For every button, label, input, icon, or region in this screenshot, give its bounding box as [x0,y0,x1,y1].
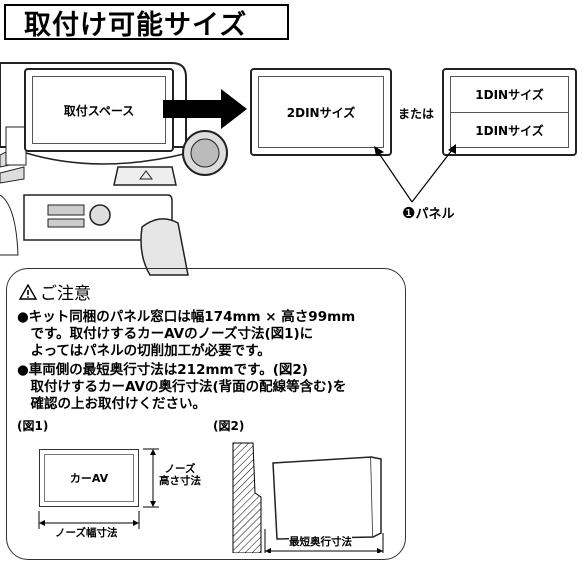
notice-line: 確認の上お取付けください。 [17,396,206,412]
panel-1din-double: 1DINサイズ 1DINサイズ [442,68,577,156]
fig1-width-dim: ノーズ幅寸法 [55,527,118,539]
panel-1din-bottom: 1DINサイズ [475,124,544,138]
fig1-height-dim-2: 高さ寸法 [159,475,201,487]
notice-line: です。取付けするカーAVのノーズ寸法(図1)に [17,326,314,342]
or-label: または [398,107,435,121]
notice-box: ご注意 ●キット同梱のパネル窓口は幅174mm × 高さ99mm です。取付けす… [6,268,406,560]
fig1-height-dim-1: ノーズ [164,463,196,475]
notice-line: よってはパネルの切削加工が必要です。 [17,343,271,359]
panel-2din: 2DINサイズ [250,68,392,156]
fig1-device: カーAV [39,449,139,507]
arrow-icon [163,89,247,129]
panel-callout: ❶ パネル [402,203,455,223]
notice-header: ご注意 [19,279,91,304]
notice-line: 取付けするカーAVの奥行寸法(背面の配線等含む)を [17,379,347,395]
dash-opening: 取付スペース [24,68,174,152]
panel-1din-top: 1DINサイズ [451,77,568,113]
fig2-depth-dim: 最短奥行寸法 [289,534,352,549]
panel-1din-frame: 1DINサイズ 1DINサイズ [450,76,569,148]
fig1-dimensions [38,448,159,529]
fig1-height-dim: ノーズ 高さ寸法 [159,463,201,487]
notice-line: ●キット同梱のパネル窓口は幅174mm × 高さ99mm [17,309,356,325]
fig1-label: (図1) [17,419,49,433]
callout-lines [374,144,456,203]
page-title: 取付け可能サイズ [4,4,289,41]
page-title-text: 取付け可能サイズ [24,9,248,41]
notice-line: ●車両側の最短奥行寸法は212mmです。(図2) [17,362,308,378]
notice-heading: ご注意 [40,284,91,304]
callout-number-icon: ❶ [402,203,416,222]
fig2-label: (図2) [213,419,245,433]
dash-opening-label: 取付スペース [32,76,166,144]
fig1-device-label: カーAV [44,454,134,502]
panel-2din-label: 2DINサイズ [258,76,384,148]
warning-icon [19,283,37,300]
fig2-illustration [232,442,384,553]
callout-label: パネル [415,207,455,222]
